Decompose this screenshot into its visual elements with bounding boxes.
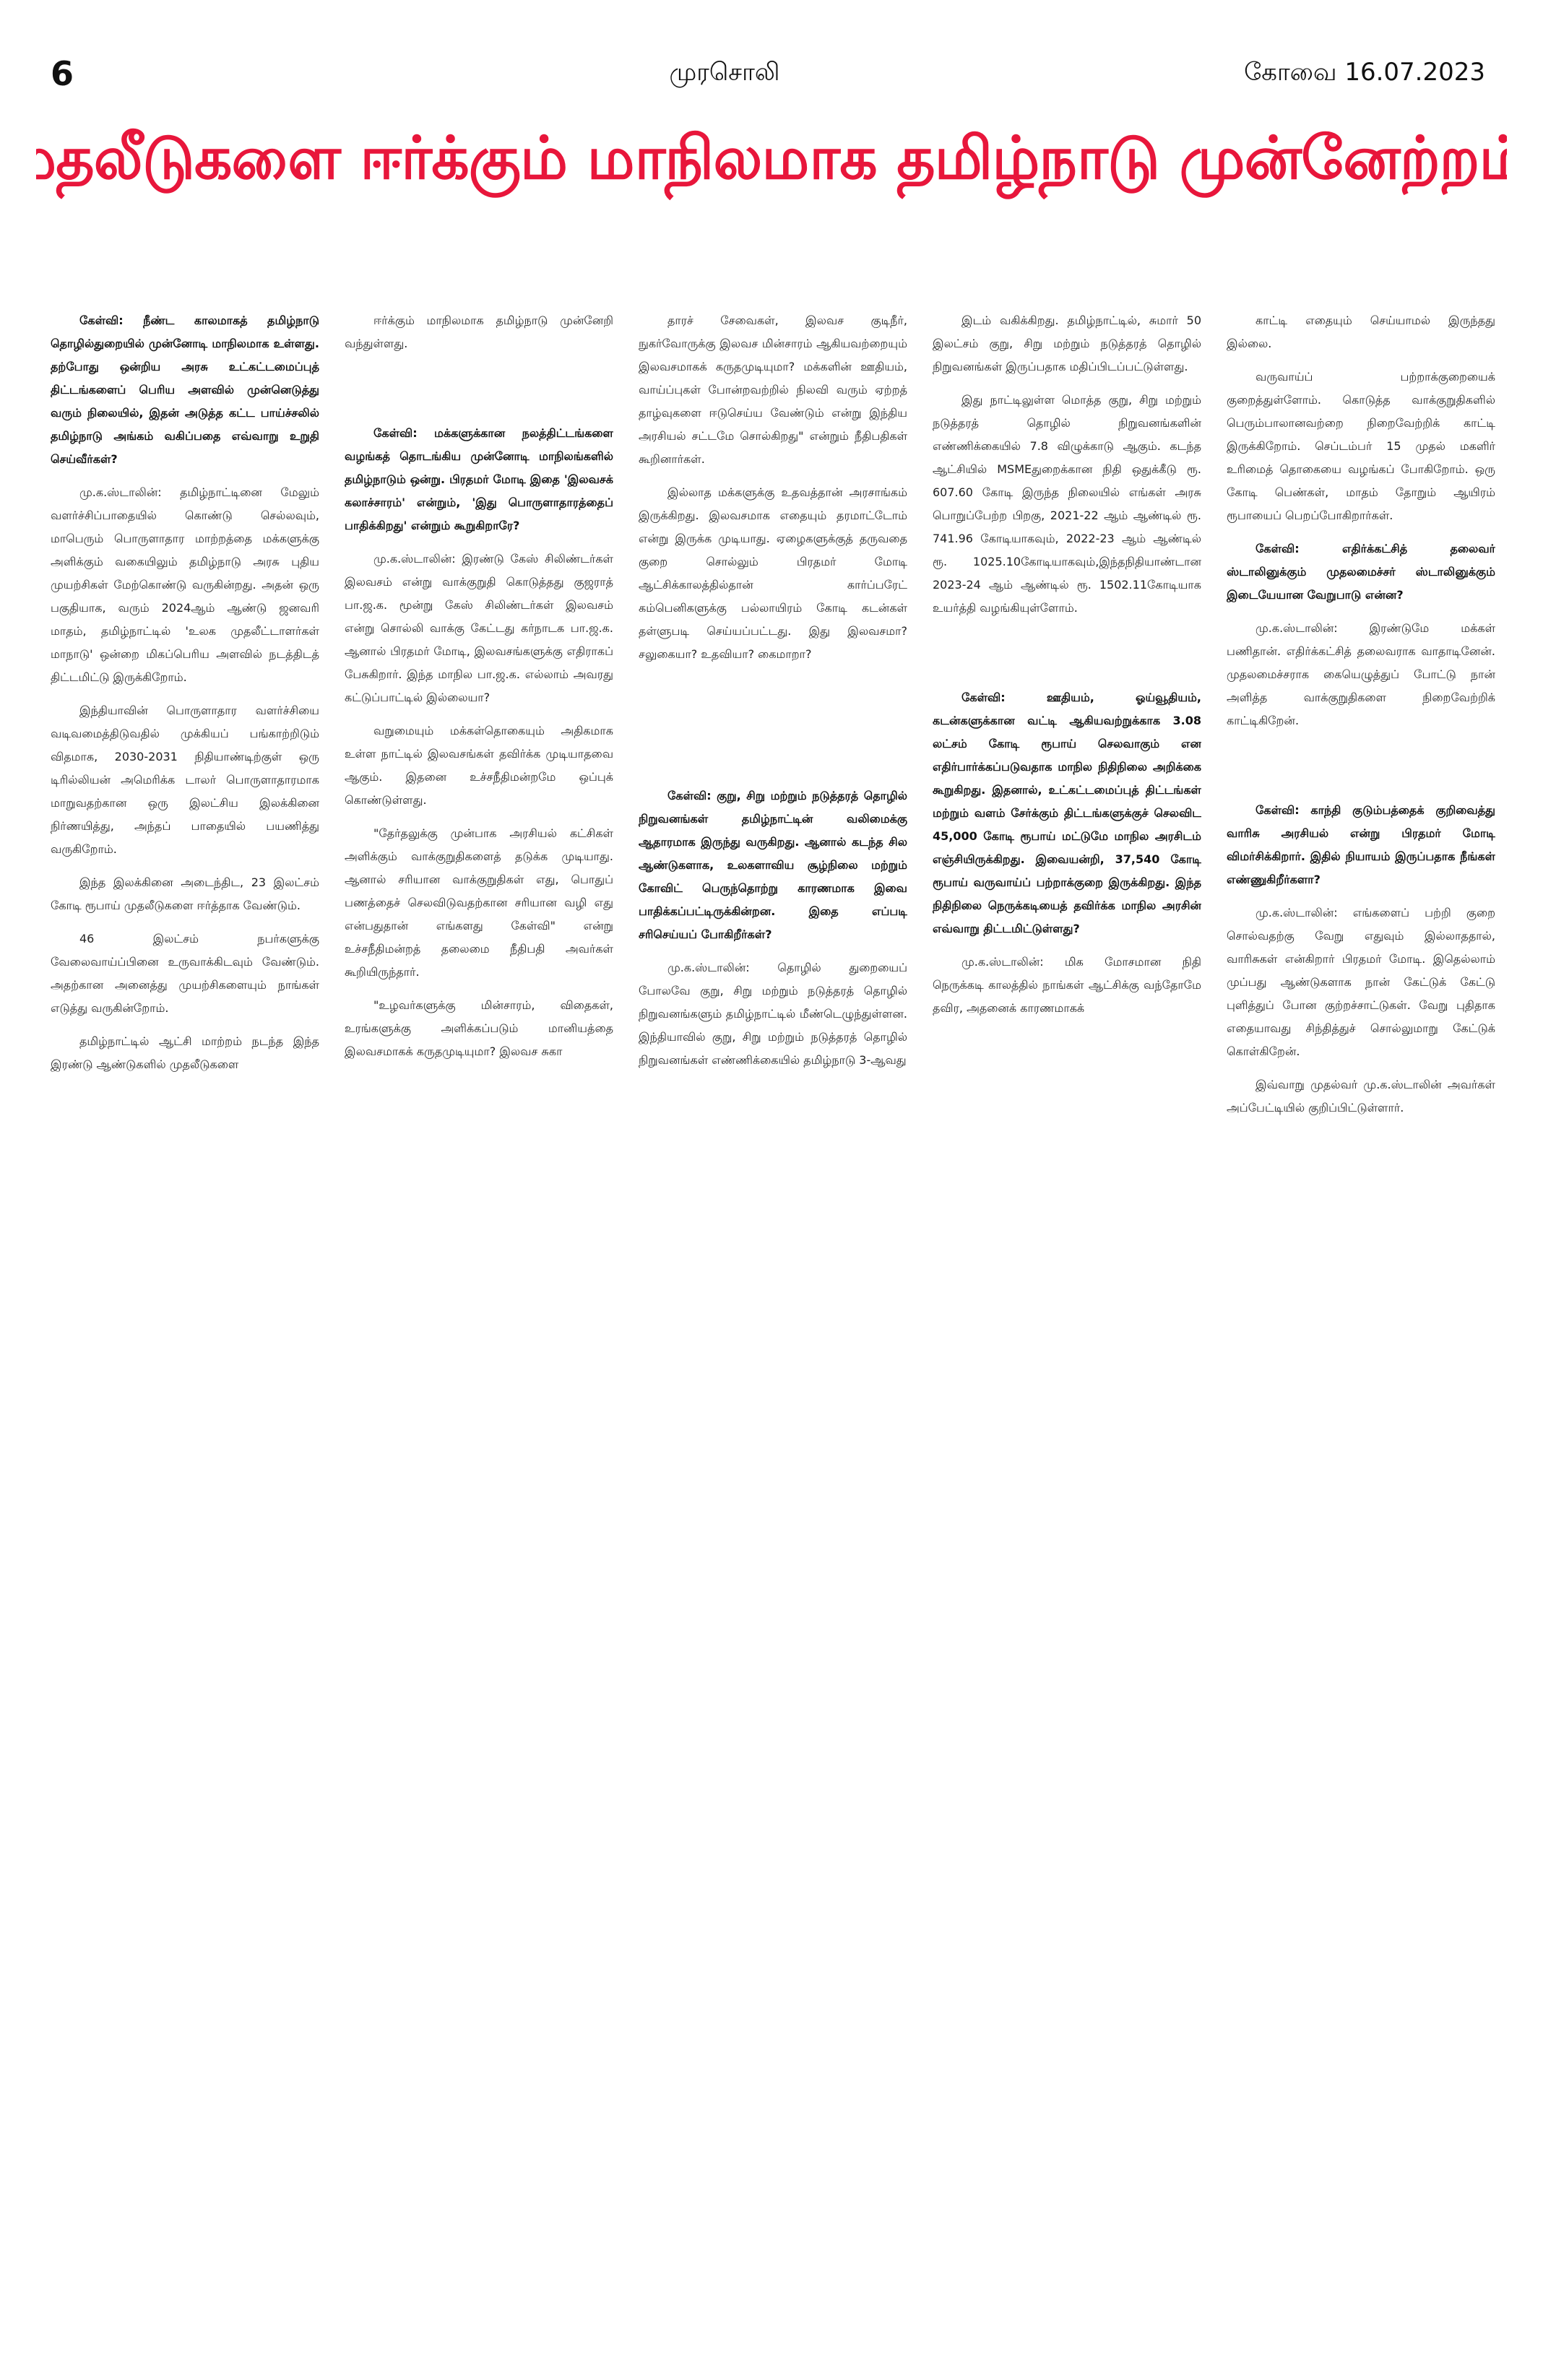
page-number: 6: [51, 54, 74, 93]
body-paragraph: இது நாட்டிலுள்ள மொத்த குறு, சிறு மற்றும்…: [933, 393, 1201, 615]
article-body: கேள்வி: நீண்ட காலமாகத் தமிழ்நாடு தொழில்த…: [51, 309, 1495, 1198]
body-paragraph: இல்லாத மக்களுக்கு உதவத்தான் அரசாங்கம் இர…: [639, 485, 907, 661]
question-paragraph: கேள்வி: எதிர்க்கட்சித் தலைவர் ஸ்டாலினுக்…: [1227, 542, 1495, 602]
question-paragraph: கேள்வி: குறு, சிறு மற்றும் நடுத்தரத் தொழ…: [639, 789, 907, 941]
answer-paragraph: மு.க.ஸ்டாலின்: மிக மோசமான நிதி நெருக்கடி…: [933, 955, 1201, 1015]
body-paragraph: வருவாய்ப் பற்றாக்குறையைக் குறைத்துள்ளோம்…: [1227, 370, 1495, 522]
body-paragraph: இடம் வகிக்கிறது. தமிழ்நாட்டில், சுமார் 5…: [933, 313, 1201, 373]
question-paragraph: கேள்வி: காந்தி குடும்பத்தைக் குறிவைத்து …: [1227, 803, 1495, 886]
answer-paragraph: மு.க.ஸ்டாலின்: இரண்டு கேஸ் சிலிண்டர்கள் …: [345, 552, 613, 704]
headline: முதலீடுகளை ஈர்க்கும் மாநிலமாக தமிழ்நாடு …: [36, 124, 1507, 193]
question-paragraph: கேள்வி: நீண்ட காலமாகத் தமிழ்நாடு தொழில்த…: [51, 313, 319, 466]
body-paragraph: வறுமையும் மக்கள்தொகையும் அதிகமாக உள்ள நா…: [345, 724, 613, 807]
question-paragraph: கேள்வி: மக்களுக்கான நலத்திட்டங்களை வழங்க…: [345, 426, 613, 532]
answer-paragraph: மு.க.ஸ்டாலின்: எங்களைப் பற்றி குறை சொல்வ…: [1227, 906, 1495, 1058]
newspaper-name: முரசொலி: [669, 58, 780, 87]
body-paragraph: "தேர்தலுக்கு முன்பாக அரசியல் கட்சிகள் அள…: [345, 826, 613, 979]
body-paragraph: தாரச் சேவைகள், இலவச குடிநீர், நுகர்வோருக…: [639, 313, 907, 466]
column-4: இடம் வகிக்கிறது. தமிழ்நாட்டில், சுமார் 5…: [933, 309, 1201, 1198]
body-paragraph: காட்டி எதையும் செய்யாமல் இருந்தது இல்லை.: [1227, 313, 1495, 350]
body-paragraph: "உழவர்களுக்கு மின்சாரம், விதைகள், உரங்கள…: [345, 998, 613, 1058]
body-paragraph: ஈர்க்கும் மாநிலமாக தமிழ்நாடு முன்னேறி வந…: [345, 313, 613, 350]
page-header: 6 முரசொலி கோவை 16.07.2023: [51, 52, 1485, 95]
question-paragraph: கேள்வி: ஊதியம், ஓய்வூதியம், கடன்களுக்கான…: [933, 691, 1201, 935]
body-paragraph: இந்த இலக்கினை அடைந்திட, 23 இலட்சம் கோடி …: [51, 875, 319, 912]
answer-paragraph: மு.க.ஸ்டாலின்: தொழில் துறையைப் போலவே குற…: [639, 961, 907, 1067]
answer-paragraph: மு.க.ஸ்டாலின்: தமிழ்நாட்டினை மேலும் வளர்…: [51, 485, 319, 684]
body-paragraph: 46 இலட்சம் நபர்களுக்கு வேலைவாய்ப்பினை உர…: [51, 932, 319, 1015]
dateline: கோவை 16.07.2023: [1244, 58, 1485, 87]
body-paragraph: இந்தியாவின் பொருளாதார வளர்ச்சியை வடிவமைத…: [51, 704, 319, 856]
column-2: ஈர்க்கும் மாநிலமாக தமிழ்நாடு முன்னேறி வந…: [345, 309, 613, 1198]
body-paragraph: தமிழ்நாட்டில் ஆட்சி மாற்றம் நடந்த இந்த இ…: [51, 1034, 319, 1071]
answer-paragraph: மு.க.ஸ்டாலின்: இரண்டுமே மக்கள் பணிதான். …: [1227, 621, 1495, 727]
body-paragraph: இவ்வாறு முதல்வர் மு.க.ஸ்டாலின் அவர்கள் அ…: [1227, 1078, 1495, 1115]
column-1: கேள்வி: நீண்ட காலமாகத் தமிழ்நாடு தொழில்த…: [51, 309, 319, 1198]
column-3: தாரச் சேவைகள், இலவச குடிநீர், நுகர்வோருக…: [639, 309, 907, 1198]
column-5: காட்டி எதையும் செய்யாமல் இருந்தது இல்லை.…: [1227, 309, 1495, 1198]
